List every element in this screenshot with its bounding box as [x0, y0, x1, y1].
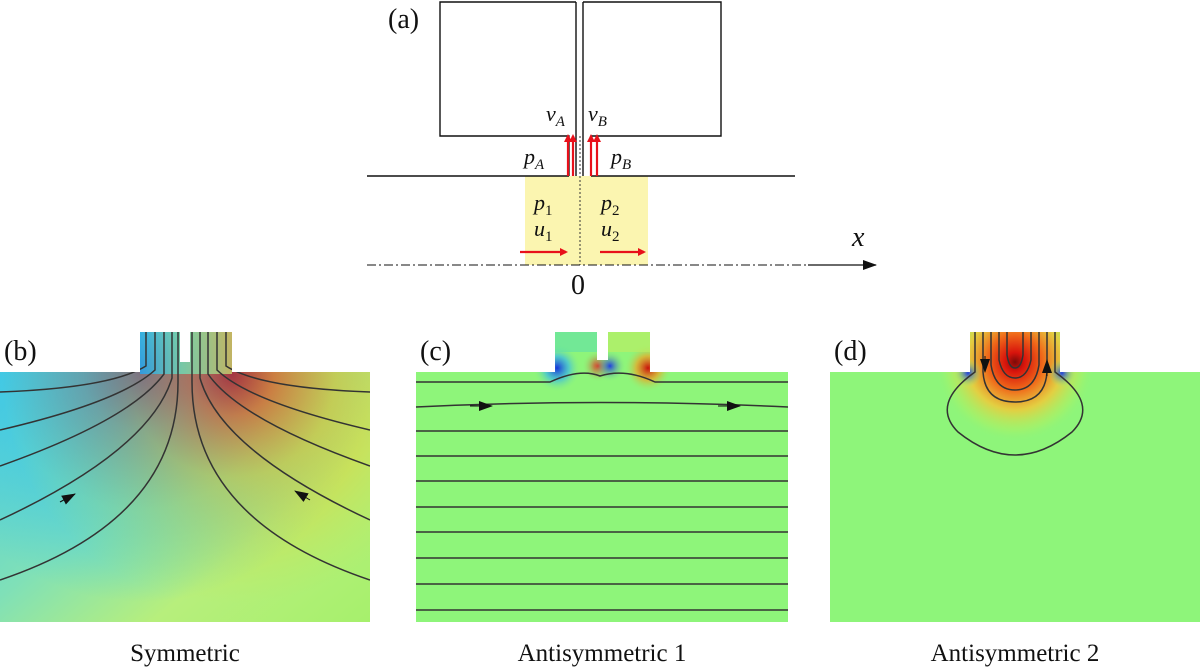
pressure-2-label: p2	[599, 190, 620, 219]
resonator-b	[583, 1, 722, 176]
velocity-a-label: vA	[546, 101, 566, 130]
symmetric-field-map	[0, 332, 370, 622]
velocity-1-label: u1	[534, 216, 553, 245]
antisymmetric-1-panel: (c)	[415, 332, 789, 622]
x-axis-label: x	[851, 222, 865, 253]
symmetric-mode-panel: (b)	[0, 332, 370, 622]
pressure-b-label: pB	[609, 144, 631, 173]
velocity-2-label: u2	[601, 216, 620, 245]
symmetric-caption: Symmetric	[130, 640, 240, 667]
symmetric-streamlines	[0, 332, 370, 581]
panel-c-label: (c)	[420, 336, 451, 367]
antisymmetric-2-caption: Antisymmetric 2	[930, 640, 1100, 667]
panel-a-label: (a)	[388, 4, 419, 35]
symmetric-flow-arrow-left	[59, 493, 76, 505]
antisymmetric-1-field-map	[416, 332, 788, 622]
origin-label: 0	[571, 270, 585, 301]
antisymmetric-2-streamlines	[946, 332, 1084, 456]
resonator-a	[439, 1, 576, 176]
schematic-panel: (a) x 0 vA vB pA pB p1 p2 u1	[367, 1, 877, 301]
antisymmetric-2-panel: (d)	[830, 332, 1200, 622]
velocity-b-label: vB	[588, 101, 607, 130]
junction-region	[525, 176, 648, 265]
pressure-a-label: pA	[522, 144, 545, 173]
panel-b-label: (b)	[4, 336, 37, 367]
panel-d-label: (d)	[834, 336, 867, 367]
pressure-1-label: p1	[532, 190, 553, 219]
symmetric-flow-arrow-right	[294, 490, 311, 502]
antisymmetric-2-field-map	[830, 332, 1200, 622]
antisymmetric-1-caption: Antisymmetric 1	[517, 640, 687, 667]
